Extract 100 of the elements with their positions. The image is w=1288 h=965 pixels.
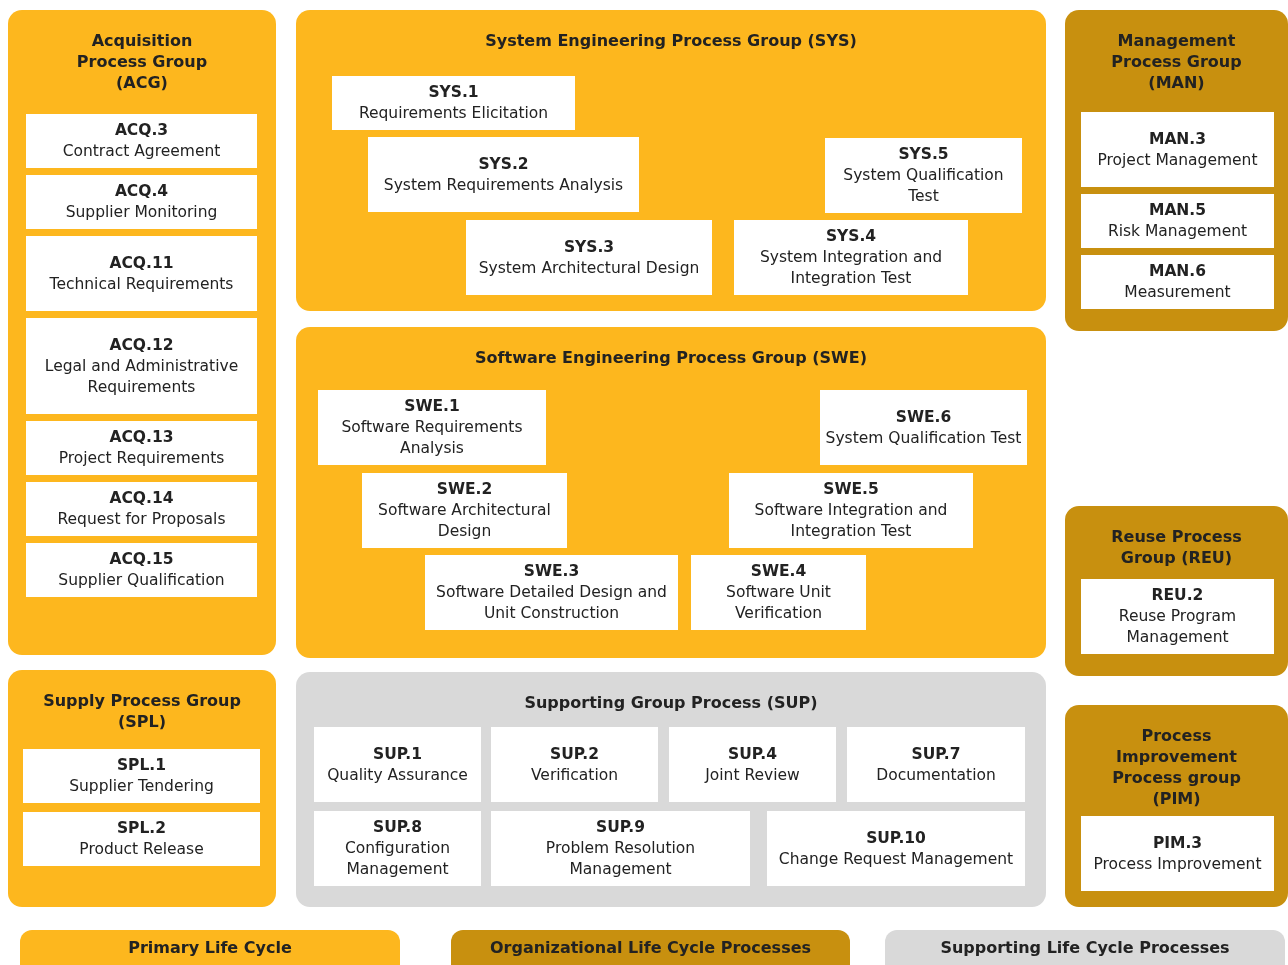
process-id: ACQ.4 xyxy=(114,181,169,202)
process-box xyxy=(729,473,973,548)
process-name: Problem Resolution Management xyxy=(544,838,697,880)
process-id: PIM.3 xyxy=(1152,832,1203,854)
process-box xyxy=(491,811,750,886)
process-group-panel xyxy=(8,10,276,655)
legend-text: Primary Life Cycle xyxy=(128,938,292,957)
process-id: ACQ.12 xyxy=(109,334,174,356)
process-id: SYS.2 xyxy=(478,153,529,175)
process-box xyxy=(332,76,575,130)
legend-text: Organizational Life Cycle Processes xyxy=(489,938,812,957)
process-name: Supplier Monitoring xyxy=(65,202,218,223)
process-id: ACQ.13 xyxy=(109,427,174,448)
process-box xyxy=(26,482,257,536)
process-box xyxy=(23,812,260,866)
process-box xyxy=(466,220,712,295)
process-box xyxy=(362,473,567,548)
process-name: Measurement xyxy=(1124,282,1231,303)
process-box xyxy=(491,727,658,802)
group-title: Software Engineering Process Group (SWE) xyxy=(475,347,867,368)
process-name: Legal and Administrative Requirements xyxy=(43,355,240,398)
process-box xyxy=(691,555,866,630)
process-name: Requirements Elicitation xyxy=(358,103,549,124)
process-name: Risk Management xyxy=(1107,221,1248,242)
process-box xyxy=(767,811,1025,886)
process-box xyxy=(425,555,678,630)
process-box xyxy=(847,727,1025,802)
process-id: MAN.6 xyxy=(1148,261,1207,282)
group-title: Supply Process Group (SPL) xyxy=(42,690,242,732)
process-box xyxy=(26,421,257,475)
process-id: SWE.2 xyxy=(436,479,493,500)
process-id: ACQ.15 xyxy=(109,549,174,570)
process-group-panel xyxy=(296,10,1046,311)
process-box xyxy=(1081,255,1274,309)
process-id: SUP.8 xyxy=(373,817,422,838)
process-id: SUP.7 xyxy=(911,743,961,765)
group-title: Acquisition Process Group (ACG) xyxy=(75,30,209,93)
process-name: Verification xyxy=(530,764,619,786)
process-id: SWE.5 xyxy=(823,479,879,500)
process-box xyxy=(669,727,836,802)
process-id: ACQ.14 xyxy=(109,488,174,509)
group-title: Supporting Group Process (SUP) xyxy=(524,692,818,713)
process-box xyxy=(734,220,968,295)
group-title: Management Process Group (MAN) xyxy=(1110,30,1243,93)
process-box xyxy=(26,318,257,414)
process-name: System Integration and Integration Test xyxy=(758,247,944,289)
process-name: System Qualification Test xyxy=(842,165,1005,207)
process-box xyxy=(314,727,481,802)
process-id: SYS.1 xyxy=(428,82,479,103)
process-name: Project Requirements xyxy=(58,448,225,469)
group-title: System Engineering Process Group (SYS) xyxy=(485,30,857,51)
process-group-panel xyxy=(1065,705,1288,907)
process-name: Software Detailed Design and Unit Construction xyxy=(435,582,668,624)
process-group-panel xyxy=(8,670,276,907)
process-id: SYS.4 xyxy=(825,226,877,247)
process-box xyxy=(318,390,546,465)
process-name: Software Requirements Analysis xyxy=(340,417,524,459)
process-name: System Qualification Test xyxy=(825,427,1022,449)
process-name: Supplier Qualification xyxy=(58,570,225,591)
process-id: SYS.5 xyxy=(898,144,949,165)
process-name: Contract Agreement xyxy=(62,141,221,162)
process-id: SPL.1 xyxy=(116,755,167,776)
process-box xyxy=(368,137,639,212)
legend-text: Supporting Life Cycle Processes xyxy=(940,938,1230,957)
process-name: Supplier Tendering xyxy=(69,776,214,797)
process-group-panel xyxy=(296,327,1046,658)
process-box xyxy=(26,114,257,168)
process-id: ACQ.11 xyxy=(109,252,174,274)
process-name: Reuse Program Management xyxy=(1117,606,1238,648)
group-title: Process Improvement Process group (PIM) xyxy=(1111,725,1242,809)
process-name: Request for Proposals xyxy=(57,509,226,530)
process-id: SUP.4 xyxy=(728,743,777,765)
process-id: SWE.1 xyxy=(404,396,460,417)
process-name: Quality Assurance xyxy=(327,764,468,786)
process-box xyxy=(314,811,481,886)
process-name: System Requirements Analysis xyxy=(383,174,624,196)
process-id: SWE.3 xyxy=(523,561,580,582)
process-name: Process Improvement xyxy=(1093,853,1262,875)
process-box xyxy=(26,236,257,311)
process-id: SYS.3 xyxy=(563,236,615,258)
process-name: Joint Review xyxy=(705,764,800,786)
process-id: SPL.2 xyxy=(116,818,167,839)
process-box xyxy=(26,175,257,229)
process-box xyxy=(820,390,1027,465)
process-group-panel xyxy=(296,672,1046,907)
process-id: REU.2 xyxy=(1151,585,1204,606)
process-group-panel xyxy=(1065,506,1288,676)
process-name: System Architectural Design xyxy=(478,257,700,279)
process-box xyxy=(1081,194,1274,248)
process-name: Configuration Management xyxy=(343,838,452,880)
process-box xyxy=(1081,816,1274,891)
process-name: Software Architectural Design xyxy=(377,500,552,542)
process-id: MAN.5 xyxy=(1148,200,1207,221)
process-box xyxy=(1081,112,1274,187)
process-box xyxy=(26,543,257,597)
process-name: Documentation xyxy=(876,764,996,786)
process-group-panel xyxy=(1065,10,1288,331)
process-name: Software Integration and Integration Test xyxy=(753,500,949,542)
process-name: Software Unit Verification xyxy=(725,582,832,624)
process-name: Product Release xyxy=(79,839,204,860)
